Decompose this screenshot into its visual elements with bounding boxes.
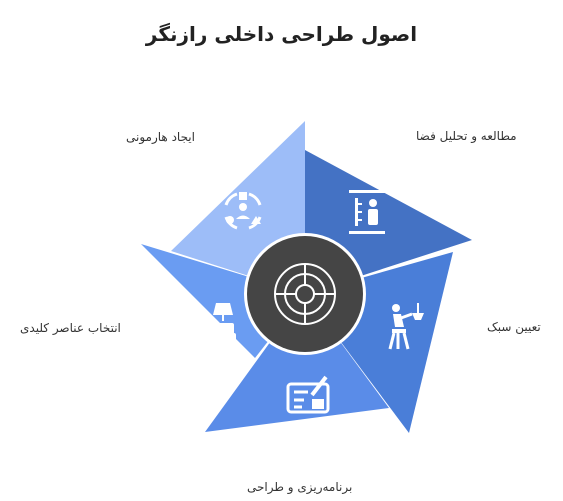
label-harmony: ایجاد هارمونی bbox=[126, 130, 195, 144]
crosshair-target-icon bbox=[274, 263, 336, 325]
label-key-elements: انتخاب عناصر کلیدی bbox=[20, 321, 121, 335]
center-hub bbox=[244, 233, 366, 355]
label-style: تعیین سبک bbox=[487, 320, 541, 334]
harmony-shapes-icon bbox=[224, 192, 262, 230]
blueprint-pen-icon bbox=[286, 375, 330, 414]
person-stool-lamp-icon bbox=[388, 303, 424, 350]
label-space-analysis: مطالعه و تحلیل فضا bbox=[416, 129, 517, 143]
diagram-title: اصول طراحی داخلی رازنگر bbox=[145, 22, 418, 46]
segment-planning bbox=[205, 294, 389, 432]
label-planning: برنامه‌ریزی و طراحی bbox=[247, 480, 353, 494]
person-measure-icon bbox=[349, 190, 385, 234]
furniture-icon bbox=[185, 302, 236, 347]
